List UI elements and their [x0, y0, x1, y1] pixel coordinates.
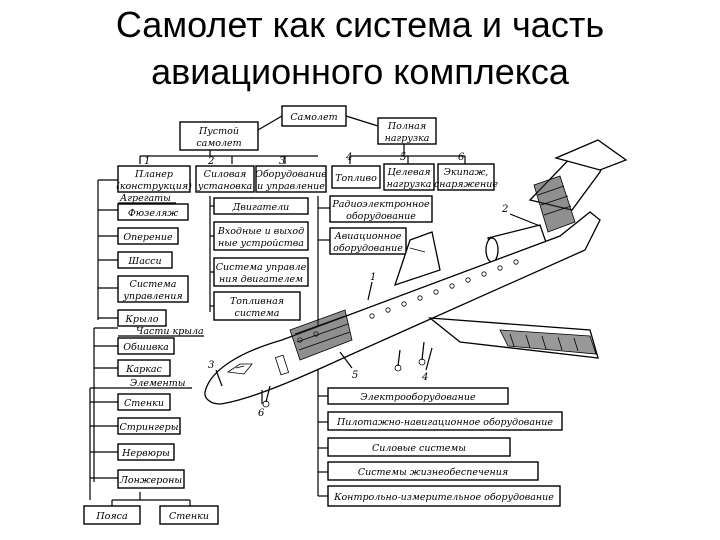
svg-text:Двигатели: Двигатели: [232, 202, 290, 213]
spars-node: Лонжероны: [117, 469, 185, 489]
callout-6: 6: [258, 408, 265, 419]
svg-text:Контрольно-измерительное обору: Контрольно-измерительное оборудование: [333, 492, 554, 503]
control-system-node: Система управления: [117, 275, 189, 303]
svg-text:и управление: и управление: [257, 181, 325, 192]
radio-equipment-node: Радиоэлектронное оборудование: [329, 195, 433, 223]
callout-2: 2: [501, 204, 508, 215]
electro-equipment-node: Электрооборудование: [327, 387, 509, 405]
powerplant-node: Силовая установка: [195, 165, 255, 193]
svg-text:Системы жизнеобеспечения: Системы жизнеобеспечения: [358, 467, 508, 478]
callout-1: 1: [370, 272, 376, 283]
life-support-node: Системы жизнеобеспечения: [327, 461, 539, 481]
svg-text:Экипаж,: Экипаж,: [444, 167, 489, 178]
page-title-line-2: авиационного комплекса: [151, 51, 569, 92]
svg-text:Стенки: Стенки: [169, 511, 209, 522]
svg-text:Оперение: Оперение: [123, 232, 173, 243]
payload-node: Полная нагрузка: [377, 117, 437, 145]
root-node: Самолет: [281, 105, 347, 127]
svg-text:(конструкция): (конструкция): [116, 181, 192, 192]
svg-text:ные устройства: ные устройства: [218, 238, 304, 249]
svg-text:Топливо: Топливо: [335, 173, 377, 184]
callout-5: 5: [352, 370, 358, 381]
svg-text:Обшивка: Обшивка: [123, 342, 169, 353]
crew-node: Экипаж, снаряжение: [434, 163, 498, 191]
svg-text:Стрингеры: Стрингеры: [120, 422, 179, 433]
svg-text:ния двигателем: ния двигателем: [219, 274, 303, 285]
engine-control-node: Система управле ния двигателем: [213, 257, 309, 287]
svg-text:управления: управления: [122, 291, 182, 302]
fuel-node: Топливо: [331, 165, 381, 189]
root-label: Самолет: [290, 112, 337, 123]
belts-node: Пояса: [83, 505, 141, 525]
branch-number-2: 2: [207, 156, 214, 167]
svg-text:Силовые системы: Силовые системы: [372, 443, 466, 454]
svg-text:Топливная: Топливная: [230, 296, 284, 307]
fuselage-node: Фюзеляж: [117, 203, 189, 221]
svg-text:Планер: Планер: [134, 169, 173, 180]
svg-text:оборудование: оборудование: [346, 211, 416, 222]
wing-node: Крыло: [117, 309, 167, 327]
svg-text:Система управле: Система управле: [216, 262, 307, 273]
airplane-illustration: [204, 139, 628, 408]
svg-text:Лонжероны: Лонжероны: [119, 475, 182, 486]
svg-text:Силовая: Силовая: [204, 169, 247, 180]
inlets-node: Входные и выход ные устройства: [213, 221, 309, 251]
svg-text:Фюзеляж: Фюзеляж: [128, 208, 178, 219]
svg-text:Пилотажно-навигационное оборуд: Пилотажно-навигационное оборудование: [336, 417, 553, 428]
walls-node: Стенки: [117, 393, 171, 411]
svg-text:Стенки: Стенки: [124, 398, 164, 409]
measurement-equipment-node: Контрольно-измерительное оборудование: [327, 485, 561, 507]
elements-label: Элементы: [130, 378, 186, 389]
tail-node: Оперение: [117, 227, 179, 245]
svg-text:Полная: Полная: [387, 121, 426, 132]
branch-number-3: 3: [279, 156, 285, 167]
glider-node: Планер (конструкция): [116, 165, 192, 193]
svg-text:Входные и выход: Входные и выход: [217, 226, 304, 237]
page-title-line-1: Самолет как система и часть: [115, 4, 605, 45]
svg-text:Авиационное: Авиационное: [334, 231, 402, 242]
svg-text:нагрузка: нагрузка: [385, 133, 430, 144]
skin-node: Обшивка: [117, 337, 175, 355]
branch-number-5: 5: [400, 152, 406, 163]
frame-node: Каркас: [117, 359, 171, 377]
svg-text:нагрузка: нагрузка: [387, 179, 432, 190]
callout-4: 4: [421, 372, 428, 383]
svg-text:Оборудование: Оборудование: [255, 169, 327, 180]
svg-text:самолет: самолет: [196, 138, 241, 149]
svg-text:Шасси: Шасси: [127, 256, 161, 267]
callout-3: 3: [208, 360, 214, 371]
svg-text:Крыло: Крыло: [125, 314, 159, 325]
empty-aircraft-node: Пустой самолет: [179, 121, 259, 151]
wing-parts-label: Части крыла: [136, 326, 204, 337]
svg-text:Целевая: Целевая: [387, 167, 430, 178]
ribs-node: Нервюры: [117, 443, 175, 461]
chassis-node: Шасси: [117, 251, 173, 269]
walls2-node: Стенки: [159, 505, 219, 525]
svg-text:Нервюры: Нервюры: [121, 448, 170, 459]
avionics-node: Авиационное оборудование: [329, 227, 407, 255]
power-systems-node: Силовые системы: [327, 437, 511, 457]
fuel-system-node: Топливная система: [213, 291, 301, 321]
equipment-node: Оборудование и управление: [255, 165, 327, 193]
target-load-node: Целевая нагрузка: [383, 163, 435, 191]
engines-node: Двигатели: [213, 197, 309, 215]
svg-text:Система: Система: [130, 279, 177, 290]
stringers-node: Стрингеры: [117, 417, 181, 435]
svg-text:Пустой: Пустой: [198, 126, 239, 137]
branch-number-1: 1: [144, 156, 150, 167]
svg-text:Радиоэлектронное: Радиоэлектронное: [331, 199, 430, 210]
svg-text:Пояса: Пояса: [95, 511, 128, 522]
svg-text:Электрооборудование: Электрооборудование: [360, 392, 476, 403]
svg-text:установка: установка: [197, 181, 253, 192]
branch-number-4: 4: [345, 152, 352, 163]
plane-callouts: 1 2 3 4 5 6: [208, 204, 541, 419]
svg-text:Каркас: Каркас: [125, 364, 162, 375]
svg-text:система: система: [235, 308, 280, 319]
svg-text:снаряжение: снаряжение: [434, 179, 498, 190]
svg-text:оборудование: оборудование: [333, 243, 403, 254]
branch-number-6: 6: [458, 152, 465, 163]
pilot-nav-node: Пилотажно-навигационное оборудование: [327, 411, 563, 431]
aggregates-label: Агрегаты: [119, 193, 171, 204]
